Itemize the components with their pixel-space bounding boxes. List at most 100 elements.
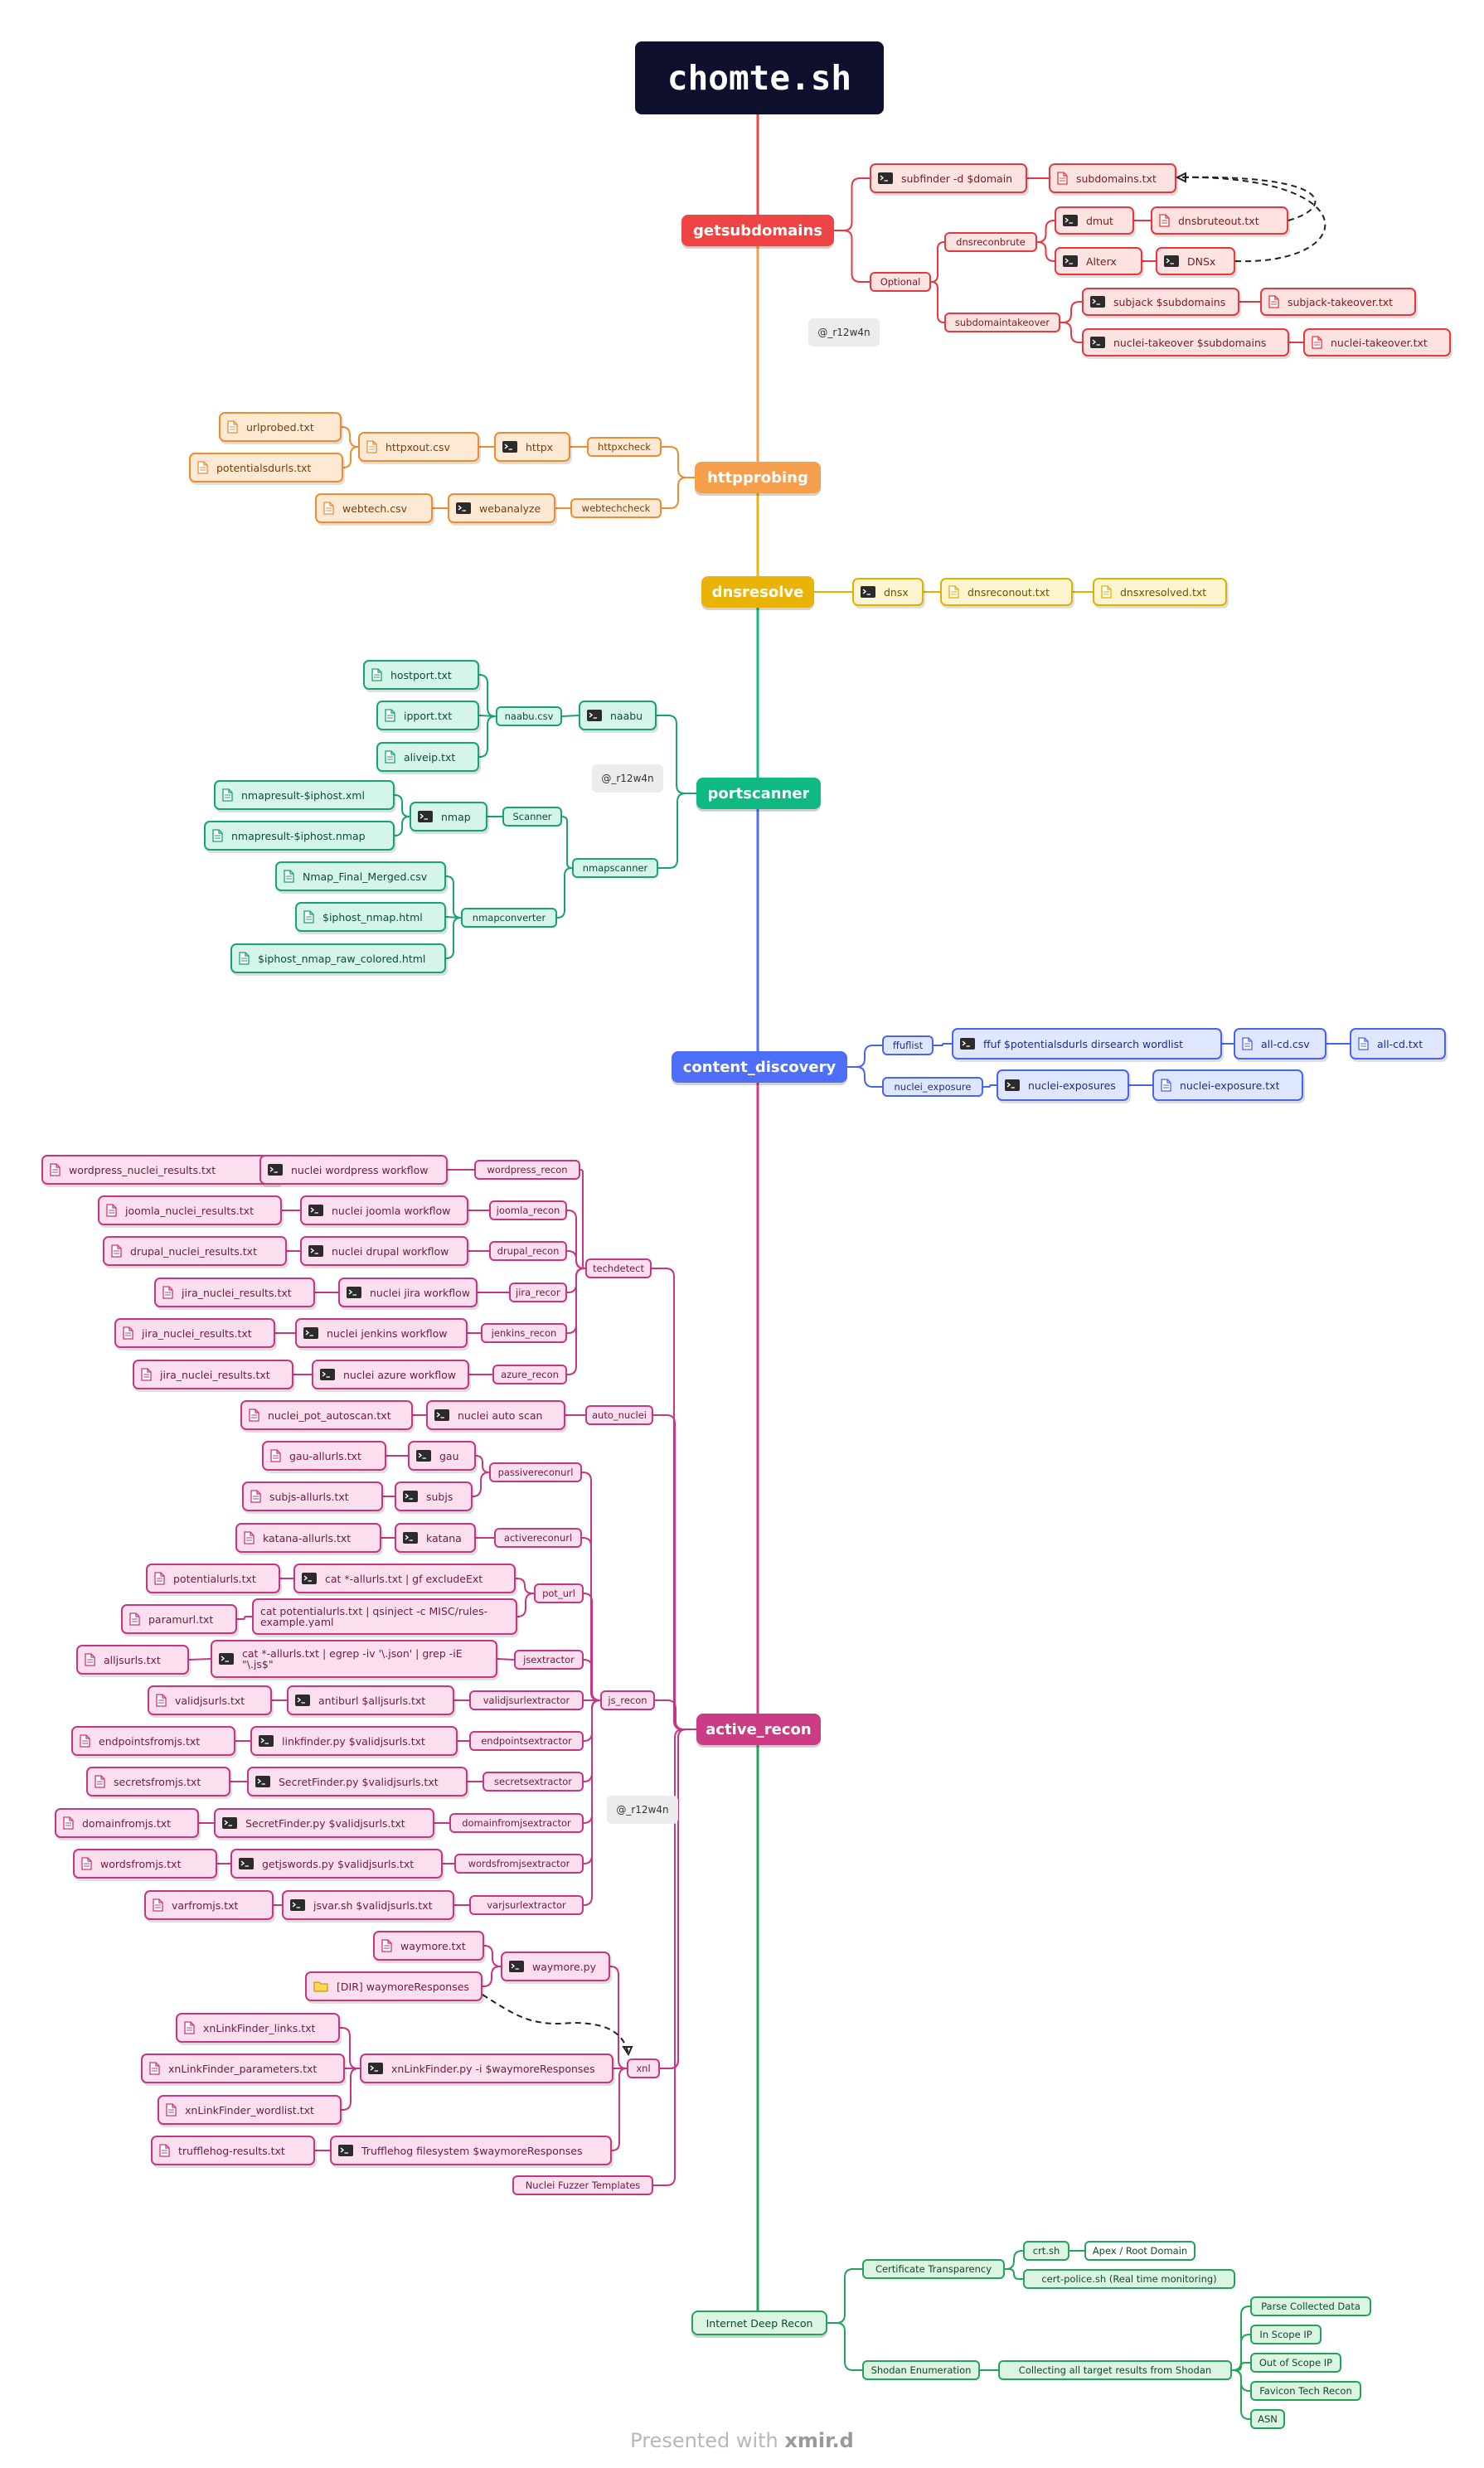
ar-td-label-1[interactable]: joomla_recon: [489, 1200, 567, 1220]
ar-td-label-4[interactable]: jenkins_recon: [481, 1323, 567, 1343]
ar-domainfromjs[interactable]: domainfromjs.txt: [55, 1808, 199, 1838]
ar-cat-gf[interactable]: cat *-allurls.txt | gf excludeExt: [293, 1564, 516, 1593]
ar-td-label-0[interactable]: wordpress_recon: [474, 1160, 580, 1180]
ar-secretsfromjs[interactable]: secretsfromjs.txt: [86, 1767, 230, 1796]
ar-td-cmd-2[interactable]: nuclei drupal workflow: [300, 1236, 468, 1266]
ps-nmap-xml[interactable]: nmapresult-$iphost.xml: [214, 780, 395, 810]
gs-dmut[interactable]: dmut: [1055, 206, 1134, 235]
ar-td-result-3[interactable]: jira_nuclei_results.txt: [154, 1278, 315, 1307]
ar-endpointsfromjs[interactable]: endpointsfromjs.txt: [71, 1726, 235, 1756]
gs-nuclei-takeover-txt[interactable]: nuclei-takeover.txt: [1303, 328, 1451, 356]
ar-potentialurls[interactable]: potentialurls.txt: [146, 1564, 280, 1593]
ps-nmap[interactable]: nmap: [410, 802, 487, 832]
ar-subjs[interactable]: subjs: [395, 1481, 473, 1511]
ps-nmapconverter[interactable]: nmapconverter: [461, 908, 557, 928]
ar-domainfromjsextractor[interactable]: domainfromjsextractor: [449, 1813, 584, 1833]
ar-linkfinder[interactable]: linkfinder.py $validjsurls.txt: [250, 1726, 458, 1756]
ar-passivereconurl[interactable]: passivereconurl: [489, 1462, 582, 1482]
idr-cert-transparency[interactable]: Certificate Transparency: [862, 2259, 1005, 2279]
gs-nuclei-takeover[interactable]: nuclei-takeover $subdomains: [1082, 328, 1289, 356]
ar-gau-allurls[interactable]: gau-allurls.txt: [262, 1441, 386, 1471]
ar-td-result-0[interactable]: wordpress_nuclei_results.txt: [41, 1155, 282, 1185]
tag-getsubdomains[interactable]: @_r12w4n: [808, 318, 880, 347]
ar-secretsextractor[interactable]: secretsextractor: [483, 1772, 584, 1792]
idr-favicon[interactable]: Favicon Tech Recon: [1250, 2381, 1361, 2401]
ar-getjswords[interactable]: getjswords.py $validjsurls.txt: [230, 1849, 443, 1879]
gs-subjack[interactable]: subjack $subdomains: [1082, 288, 1239, 316]
ar-td-result-5[interactable]: jira_nuclei_results.txt: [133, 1360, 293, 1389]
ar-td-result-4[interactable]: jira_nuclei_results.txt: [114, 1318, 275, 1348]
idr-crtsh[interactable]: crt.sh: [1023, 2241, 1069, 2261]
ar-xnl[interactable]: xnl: [627, 2058, 660, 2078]
ps-nmapscanner[interactable]: nmapscanner: [572, 858, 658, 878]
hp-webtechcheck[interactable]: webtechcheck: [570, 498, 662, 518]
ps-aliveip[interactable]: aliveip.txt: [376, 742, 479, 772]
idr-outscope[interactable]: Out of Scope IP: [1250, 2353, 1341, 2373]
idr-asn[interactable]: ASN: [1250, 2409, 1285, 2429]
ar-paramurl[interactable]: paramurl.txt: [121, 1604, 237, 1634]
gs-dnsx[interactable]: DNSx: [1156, 247, 1235, 275]
tag-active-recon[interactable]: @_r12w4n: [607, 1796, 678, 1824]
ps-naabu[interactable]: naabu: [579, 701, 657, 730]
gs-dnsbruteout[interactable]: dnsbruteout.txt: [1151, 206, 1288, 235]
ar-subjs-allurls[interactable]: subjs-allurls.txt: [242, 1481, 383, 1511]
ar-td-cmd-0[interactable]: nuclei wordpress workflow: [259, 1155, 448, 1185]
dr-dnsxresolved[interactable]: dnsxresolved.txt: [1093, 578, 1227, 606]
idr-shodan-enum[interactable]: Shodan Enumeration: [862, 2360, 980, 2380]
main-internet-deep-recon[interactable]: Internet Deep Recon: [691, 2310, 827, 2335]
ps-nmap-raw[interactable]: $iphost_nmap_raw_colored.html: [230, 943, 446, 973]
ar-waymore-py[interactable]: waymore.py: [501, 1952, 610, 1981]
cd-nuclei-exposures[interactable]: nuclei-exposures: [997, 1069, 1129, 1101]
ar-waymore-txt[interactable]: waymore.txt: [373, 1931, 484, 1961]
ar-auto-nuclei[interactable]: auto_nuclei: [585, 1405, 653, 1425]
main-httpprobing[interactable]: httpprobing: [695, 462, 821, 493]
ar-td-cmd-3[interactable]: nuclei jira workflow: [338, 1278, 478, 1307]
ar-td-label-3[interactable]: jira_recon: [509, 1282, 567, 1302]
hp-potentialsdurls[interactable]: potentialsdurls.txt: [189, 453, 343, 482]
idr-parse[interactable]: Parse Collected Data: [1250, 2296, 1371, 2316]
ar-an-result[interactable]: nuclei_pot_autoscan.txt: [240, 1400, 413, 1430]
ar-cat-egrep[interactable]: cat *-allurls.txt | egrep -iv '\.json' |…: [211, 1640, 497, 1678]
gs-subdomains-txt[interactable]: subdomains.txt: [1049, 163, 1176, 193]
ar-wordsfromjsextractor[interactable]: wordsfromjsextractor: [454, 1854, 584, 1874]
hp-httpxout[interactable]: httpxout.csv: [358, 432, 479, 462]
ps-nmap-nmap[interactable]: nmapresult-$iphost.nmap: [204, 821, 395, 851]
ar-an-cmd[interactable]: nuclei auto scan: [426, 1400, 565, 1430]
ar-trufflehog-results[interactable]: trufflehog-results.txt: [151, 2136, 315, 2165]
ar-alljsurls[interactable]: alljsurls.txt: [76, 1645, 189, 1675]
ps-scanner[interactable]: Scanner: [502, 807, 562, 827]
mindmap-root-title[interactable]: chomte.sh: [635, 41, 884, 114]
cd-ffuf[interactable]: ffuf $potentialsdurls dirsearch wordlist: [952, 1028, 1222, 1059]
hp-urlprobed[interactable]: urlprobed.txt: [219, 412, 342, 442]
dr-dnsx[interactable]: dnsx: [852, 578, 924, 606]
hp-httpx[interactable]: httpx: [494, 432, 570, 462]
ar-js-recon[interactable]: js_recon: [600, 1690, 655, 1710]
ps-nmap-merged[interactable]: Nmap_Final_Merged.csv: [275, 861, 446, 891]
ar-jsvar[interactable]: jsvar.sh $validjsurls.txt: [282, 1890, 454, 1920]
gs-subdomaintakeover[interactable]: subdomaintakeover: [944, 313, 1060, 332]
ar-varjsurlextractor[interactable]: varjsurlextractor: [469, 1895, 584, 1915]
main-portscanner[interactable]: portscanner: [696, 778, 821, 809]
ar-nuclei-fuzzer[interactable]: Nuclei Fuzzer Templates: [512, 2175, 653, 2195]
ps-naabu-csv[interactable]: naabu.csv: [496, 706, 562, 726]
ar-trufflehog[interactable]: Trufflehog filesystem $waymoreResponses: [330, 2136, 612, 2165]
ar-td-cmd-5[interactable]: nuclei azure workflow: [312, 1360, 469, 1389]
ar-waymore-dir[interactable]: [DIR] waymoreResponses: [305, 1971, 483, 2001]
idr-apex-root[interactable]: Apex / Root Domain: [1084, 2241, 1195, 2261]
cd-ffuflist[interactable]: ffuflist: [882, 1035, 934, 1055]
ar-pot-url[interactable]: pot_url: [534, 1583, 584, 1603]
gs-optional[interactable]: Optional: [870, 272, 931, 292]
ar-gau[interactable]: gau: [408, 1441, 476, 1471]
gs-subjack-takeover[interactable]: subjack-takeover.txt: [1260, 288, 1416, 316]
hp-webanalyze[interactable]: webanalyze: [448, 493, 555, 523]
idr-cert-police[interactable]: cert-police.sh (Real time monitoring): [1023, 2269, 1235, 2289]
ps-ipport[interactable]: ipport.txt: [376, 701, 479, 730]
ar-secretfinder-1[interactable]: SecretFinder.py $validjsurls.txt: [247, 1767, 468, 1796]
ar-td-label-2[interactable]: drupal_recon: [489, 1241, 567, 1261]
cd-all-cd-txt[interactable]: all-cd.txt: [1350, 1028, 1446, 1059]
ar-xnlinkfinder[interactable]: xnLinkFinder.py -i $waymoreResponses: [360, 2053, 613, 2083]
ar-td-cmd-4[interactable]: nuclei jenkins workflow: [295, 1318, 468, 1348]
ar-endpointsextractor[interactable]: endpointsextractor: [469, 1731, 584, 1751]
tag-portscanner[interactable]: @_r12w4n: [592, 764, 663, 793]
ar-jsextractor[interactable]: jsextractor: [514, 1650, 584, 1670]
